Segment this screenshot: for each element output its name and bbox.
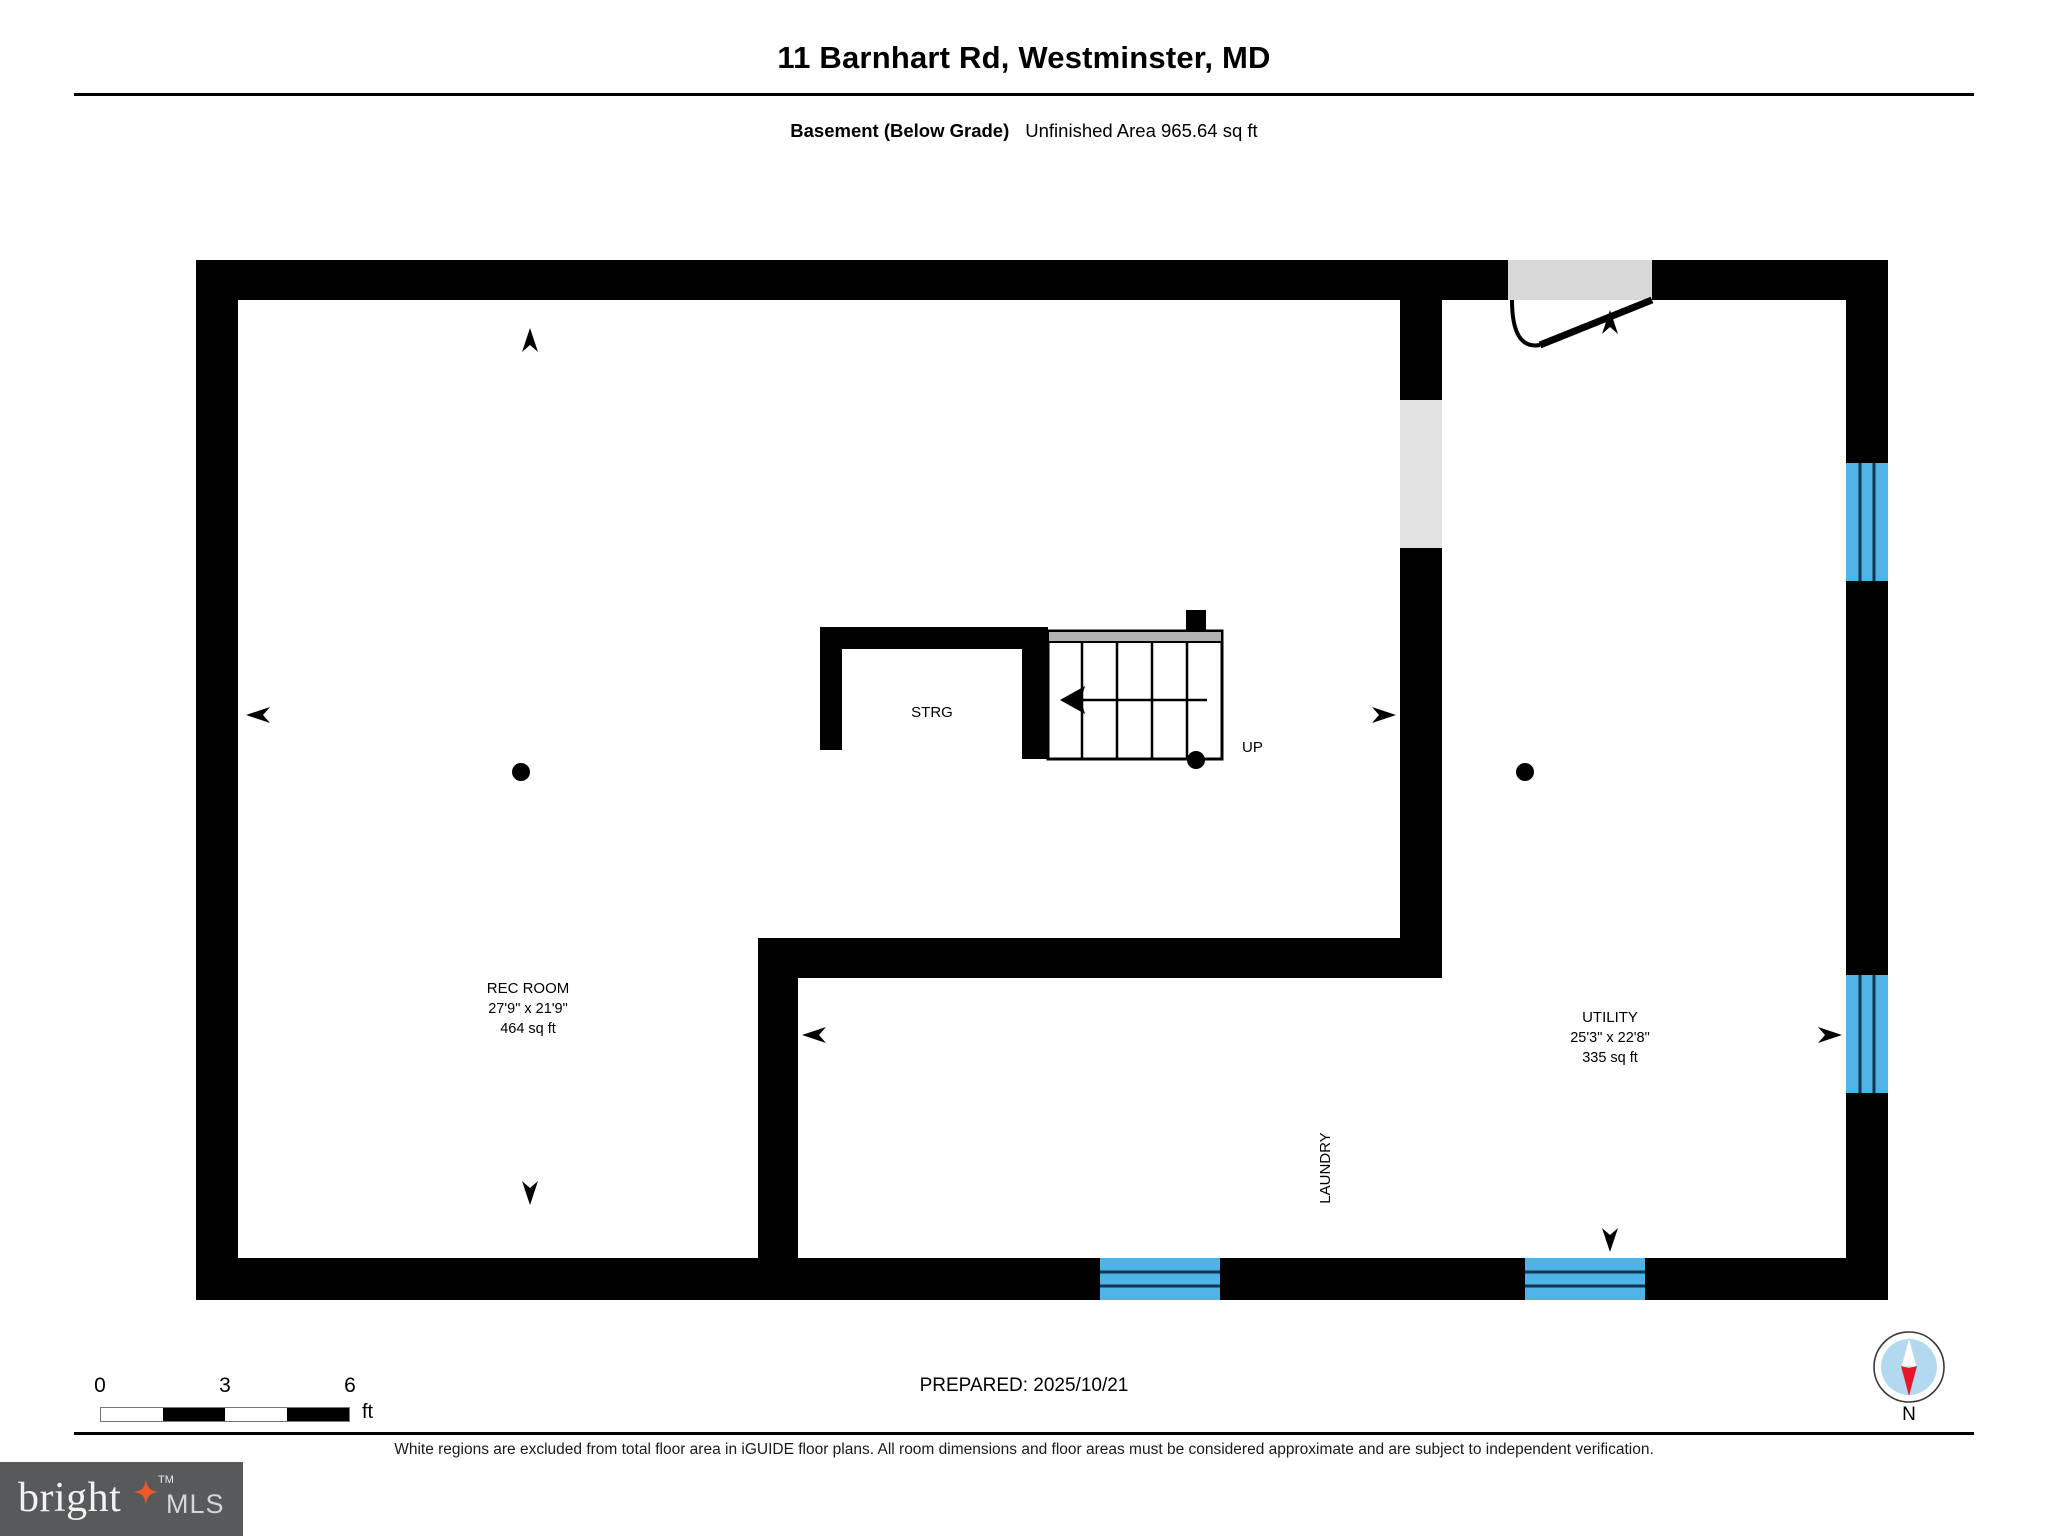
rec-room-dimensions: 27'9" x 21'9" [488, 1001, 568, 1017]
bright-mls-logo: bright TM MLS [0, 1462, 243, 1536]
stairs-up-label: UP [1242, 739, 1263, 756]
scale-segment-3 [225, 1408, 287, 1421]
floor-subtitle: Basement (Below Grade) Unfinished Area 96… [0, 120, 2048, 142]
logo-wordmark: bright [18, 1475, 122, 1521]
scale-segment-2 [163, 1408, 225, 1421]
door-top-right [1508, 260, 1654, 349]
scale-track [100, 1407, 350, 1422]
window-right-upper [1846, 463, 1888, 581]
logo-suffix: MLS [166, 1489, 225, 1519]
room-label-utility: UTILITY 25'3" x 22'8" 335 sq ft [1570, 1009, 1650, 1066]
scale-tick-0: 0 [94, 1374, 106, 1397]
dimension-arrows [246, 310, 1842, 1252]
title-divider [74, 93, 1974, 96]
window-bottom-left [1100, 1258, 1220, 1300]
windows [1100, 463, 1888, 1300]
footer-divider [74, 1432, 1974, 1435]
compass-north-label: N [1902, 1404, 1916, 1425]
support-posts [512, 763, 1534, 781]
scale-tick-6: 6 [344, 1374, 356, 1397]
prepared-date: PREPARED: 2025/10/21 [919, 1375, 1129, 1396]
scale-bar: 0 3 6 ft [94, 1374, 390, 1423]
interior-walls [758, 300, 1442, 1260]
room-label-rec-room: REC ROOM 27'9" x 21'9" 464 sq ft [487, 980, 570, 1037]
page-title: 11 Barnhart Rd, Westminster, MD [777, 40, 1271, 75]
laundry-label: LAUNDRY [1317, 1132, 1334, 1203]
logo-trademark: TM [158, 1474, 174, 1486]
scale-segment-1 [101, 1408, 163, 1421]
scale-segment-4 [287, 1408, 349, 1421]
compass-rose-icon [1873, 1331, 1945, 1403]
floor-area-label: Unfinished Area 965.64 sq ft [1025, 120, 1258, 141]
scale-unit-label: ft [362, 1401, 374, 1423]
scale-tick-3: 3 [219, 1374, 231, 1397]
storage-closet [820, 627, 1048, 759]
utility-dimensions: 25'3" x 22'8" [1570, 1030, 1650, 1046]
sparkle-icon [133, 1479, 159, 1505]
utility-name: UTILITY [1582, 1009, 1638, 1026]
utility-area: 335 sq ft [1582, 1050, 1638, 1066]
rec-room-area: 464 sq ft [500, 1021, 556, 1037]
staircase [1046, 610, 1224, 769]
storage-label: STRG [911, 704, 953, 721]
disclaimer-text: White regions are excluded from total fl… [394, 1441, 1654, 1458]
rec-room-name: REC ROOM [487, 980, 570, 997]
window-right-lower [1846, 975, 1888, 1093]
exterior-walls [196, 260, 1888, 1300]
floor-level-label: Basement (Below Grade) [790, 120, 1010, 141]
window-bottom-right [1525, 1258, 1645, 1300]
